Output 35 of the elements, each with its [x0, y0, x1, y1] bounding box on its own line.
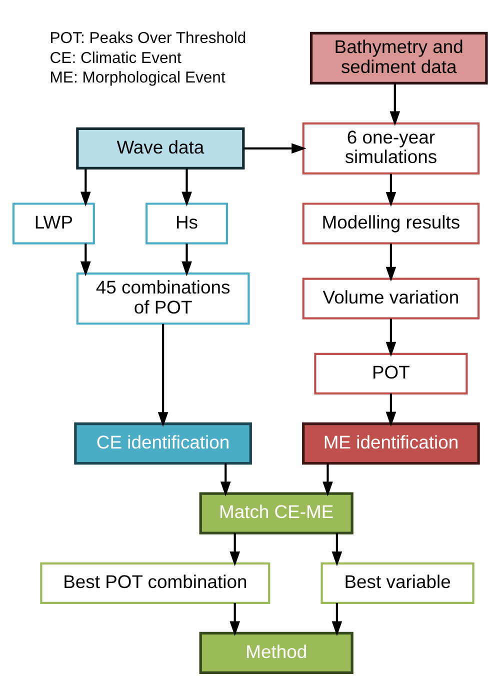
arrow — [220, 462, 231, 496]
arrow — [386, 318, 396, 356]
arrow — [230, 602, 240, 636]
node-box: Method — [199, 631, 354, 674]
arrow — [182, 168, 192, 206]
node-box: Best variable — [320, 562, 474, 604]
node-box: Best POT combination — [40, 562, 270, 604]
arrow — [322, 462, 333, 496]
label: ME: Morphological Event — [50, 69, 226, 86]
arrow — [332, 602, 342, 636]
arrow — [332, 532, 342, 566]
arrow — [80, 243, 91, 276]
node-box: LWP — [12, 202, 95, 244]
label: CE: Climatic Event — [50, 49, 182, 66]
node-box: CE identification — [74, 422, 252, 464]
node-box: Bathymetry and sediment data — [310, 31, 488, 84]
arrow — [386, 393, 396, 426]
arrow — [386, 173, 396, 206]
arrow — [386, 243, 396, 282]
arrow — [244, 142, 306, 154]
node-box: POT — [314, 352, 468, 394]
node-box: Match CE-ME — [199, 492, 354, 534]
node-box: Modelling results — [302, 202, 480, 244]
node-box: 6 one-year simulations — [302, 122, 480, 174]
label: POT: Peaks Over Threshold — [50, 30, 246, 47]
arrow — [182, 243, 192, 276]
node-box: ME identification — [302, 422, 480, 464]
node-box: Volume variation — [302, 277, 480, 319]
arrow — [158, 323, 168, 426]
arrow — [230, 532, 240, 566]
arrow — [80, 168, 91, 206]
arrow — [390, 82, 400, 126]
node-box: Wave data — [76, 126, 245, 169]
node-box: Hs — [146, 202, 228, 244]
node-box: 45 combinations of POT — [76, 272, 250, 324]
